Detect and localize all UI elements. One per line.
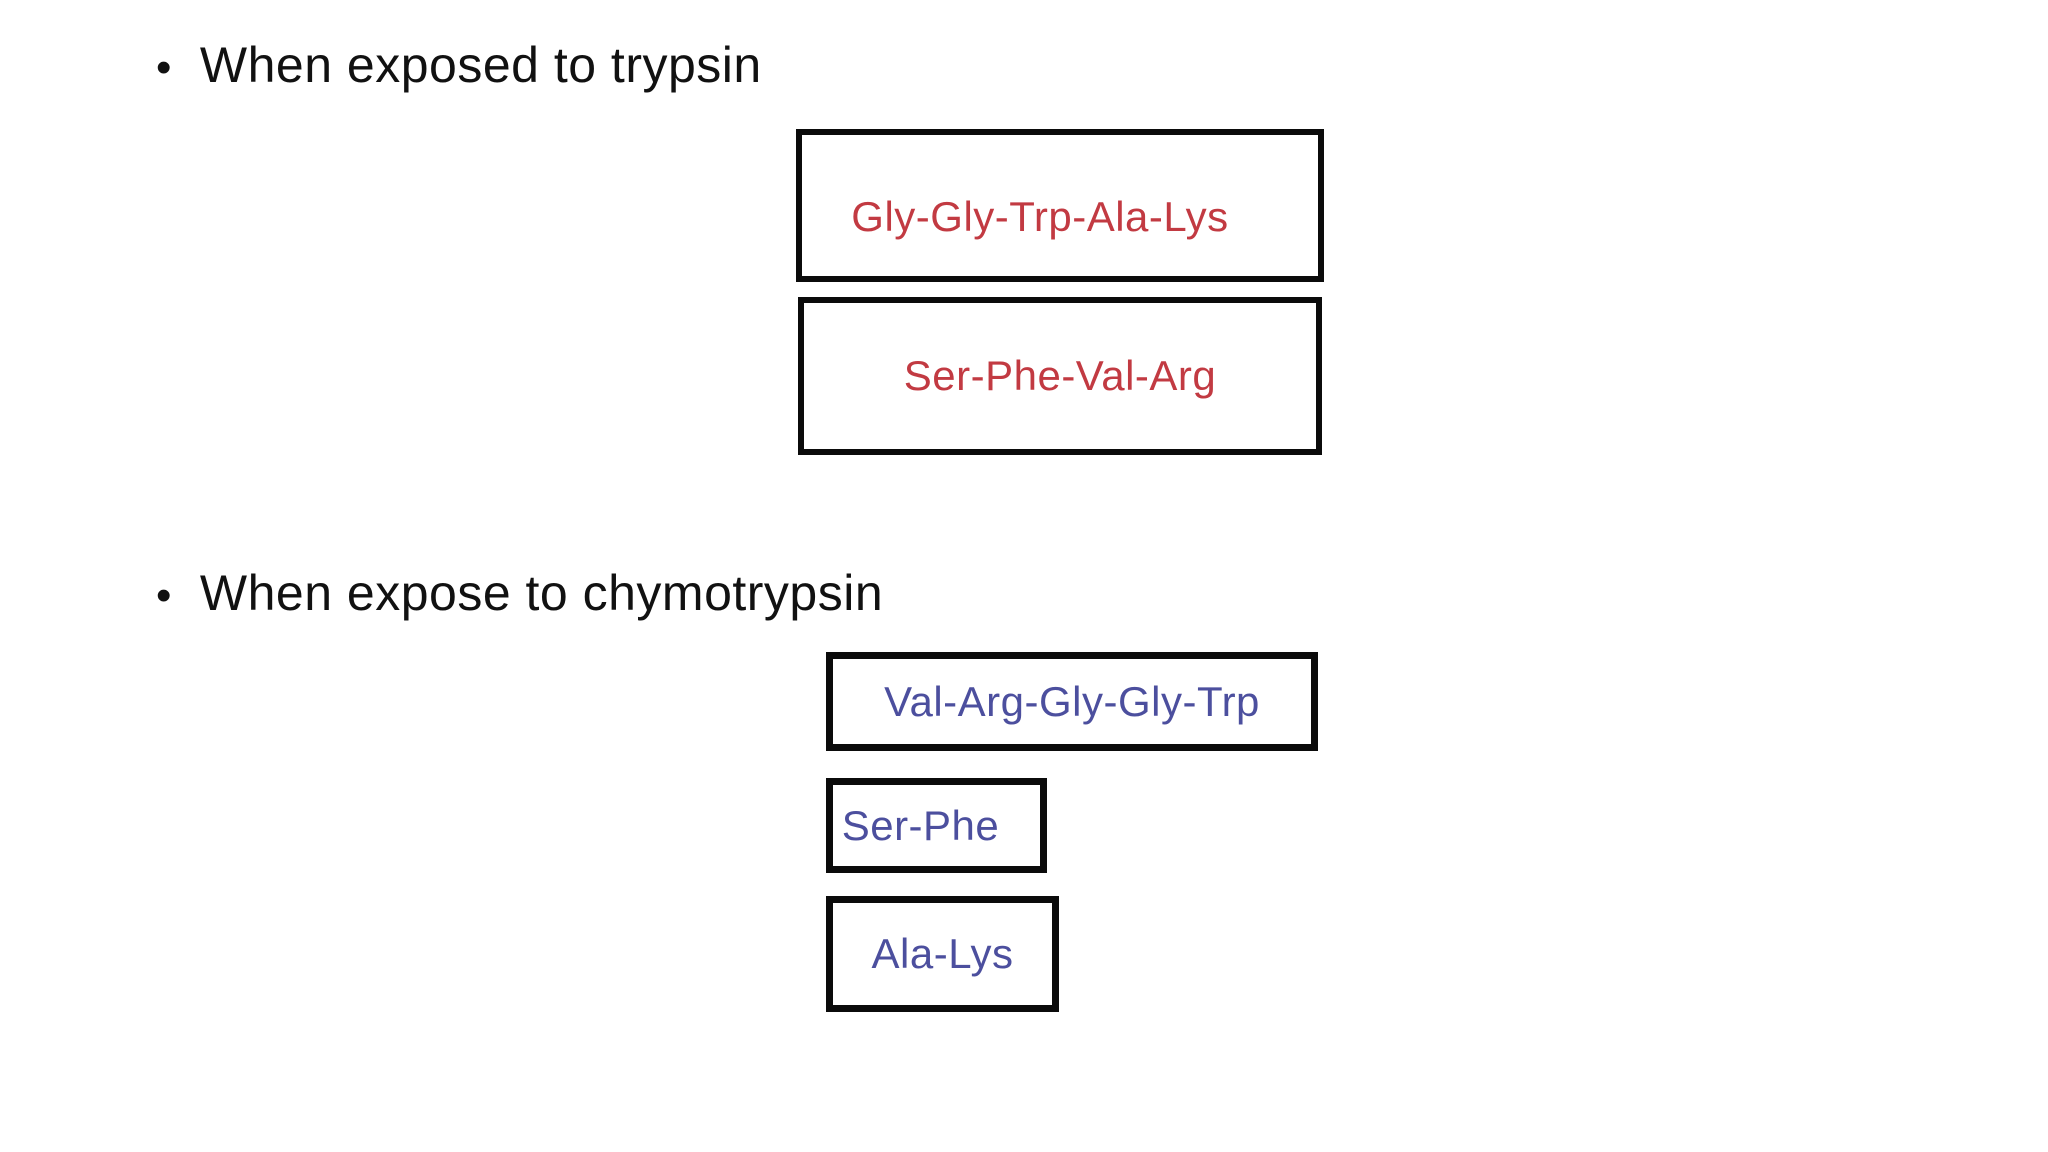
fragment-box-chymotrypsin-2: Ser-Phe [826,778,1047,873]
fragment-text-gly-gly-trp-ala-lys: Gly-Gly-Trp-Ala-Lys [851,192,1229,240]
bullet-item-trypsin: • When exposed to trypsin [156,34,762,99]
fragment-box-trypsin-2: Ser-Phe-Val-Arg [798,297,1322,455]
fragment-text-ala-lys: Ala-Lys [871,930,1014,977]
fragment-text-ser-phe-val-arg: Ser-Phe-Val-Arg [903,352,1217,399]
bullet-item-chymotrypsin: • When expose to chymotrypsin [156,562,883,627]
heading-trypsin: When exposed to trypsin [199,37,762,93]
bullet-icon: • [156,571,172,620]
fragment-box-chymotrypsin-3: Ala-Lys [826,896,1059,1012]
fragment-text-ser-phe: Ser-Phe [841,801,1000,849]
bullet-icon: • [156,43,172,92]
heading-chymotrypsin: When expose to chymotrypsin [199,565,884,621]
fragment-box-chymotrypsin-1: Val-Arg-Gly-Gly-Trp [826,652,1318,751]
fragment-text-val-arg-gly-gly-trp: Val-Arg-Gly-Gly-Trp [884,677,1260,725]
fragment-box-trypsin-1: Gly-Gly-Trp-Ala-Lys [796,129,1324,282]
